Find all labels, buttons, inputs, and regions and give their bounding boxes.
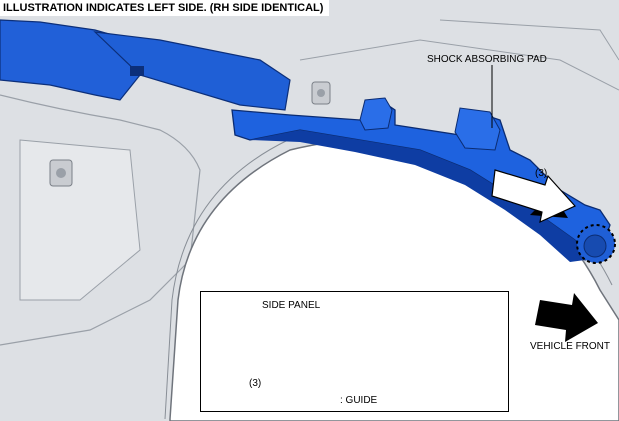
shock-absorbing-pad bbox=[231, 99, 611, 261]
side-panel-label: SIDE PANEL bbox=[262, 300, 321, 311]
shock-absorbing-pad-label: SHOCK ABSORBING PAD bbox=[427, 54, 547, 65]
panel-contour bbox=[0, 94, 201, 346]
pad-tab bbox=[454, 107, 501, 151]
figure-caption: ILLUSTRATION INDICATES LEFT SIDE. (RH SI… bbox=[0, 0, 330, 16]
detail-inset bbox=[200, 291, 509, 412]
guide-peg bbox=[583, 234, 607, 258]
guide-legend-label: : GUIDE bbox=[340, 395, 378, 406]
clip-slot bbox=[130, 66, 144, 76]
step-number-label: (3) bbox=[535, 168, 548, 179]
shock-absorbing-pad-shadow bbox=[250, 130, 585, 262]
vehicle-front-arrow-icon bbox=[535, 293, 598, 342]
inset-step-number-label: (3) bbox=[249, 378, 262, 389]
panel-hole bbox=[317, 89, 325, 97]
panel-hole bbox=[56, 168, 66, 178]
upper-trim-blue bbox=[93, 31, 291, 111]
vehicle-front-label: VEHICLE FRONT bbox=[530, 341, 611, 352]
panel-contour bbox=[439, 19, 619, 61]
panel-contour bbox=[299, 39, 619, 91]
pad-tab bbox=[359, 97, 393, 131]
arrow-icon bbox=[491, 169, 576, 224]
